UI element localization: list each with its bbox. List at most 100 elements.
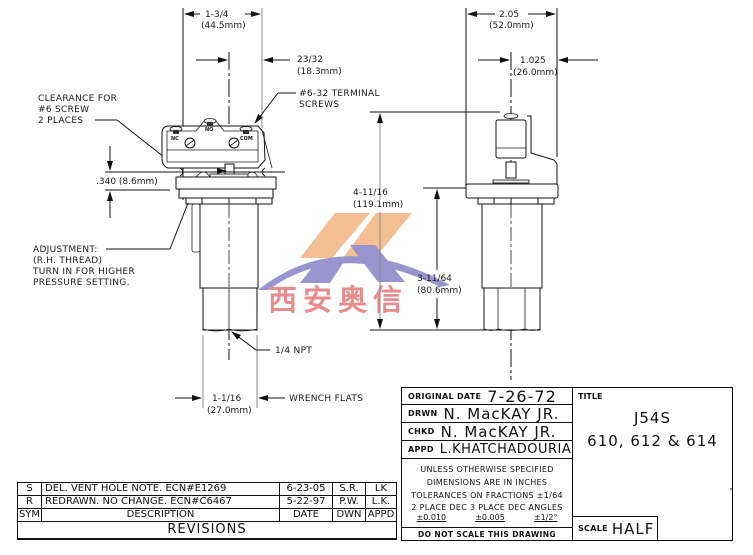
drawn-by: N. MacKAY JR. [443,404,560,423]
checked-row: CHKD N. MacKAY JR. [401,422,573,441]
do-not-scale-text: DO NOT SCALE THIS DRAWING [418,529,556,539]
dim-width-side-mm: (52.0mm) [489,21,534,31]
revisions-table: S DEL. VENT HOLE NOTE. ECN#E1269 6-23-05… [17,482,397,540]
base-body [178,188,274,199]
note-adjustment-3: TURN IN FOR HIGHER [32,267,135,277]
nut-left [185,197,203,205]
dim-wrench: 1-1/16 [212,394,241,404]
side-nut-left [477,197,495,205]
checked-label: CHKD [408,427,435,436]
revisions-title: REVISIONS [167,522,247,537]
drawn-row: DRWN N. MacKAY JR. [401,404,573,423]
approved-row: APPD L.KHATCHADOURIAN [401,440,573,459]
watermark-text: 西安奥信 [268,283,408,317]
side-terminal-top [503,113,519,119]
dim-width-front-mm: (44.5mm) [201,21,246,31]
terminal-nc: NC [169,126,183,142]
title-block: ORIGINAL DATE 7-26-72 DRWN N. MacKAY JR.… [401,387,733,541]
title-label: TITLE [578,392,603,401]
tolerance-3place: ±0.005 [475,513,505,522]
watermark-purple-stroke-2 [350,245,405,282]
side-hex-fitting [483,287,541,331]
watermark-arc [258,256,450,290]
header-appd: APPD [367,509,395,520]
adjustment-screw [191,203,201,253]
note-clearance-1: CLEARANCE FOR [38,94,117,104]
dim-width-front: 1-3/4 [205,10,229,20]
note-clearance-3: 2 PLACES [38,116,83,126]
bracket-edge [261,129,273,169]
leader-adjustment [169,202,189,250]
switch-housing [161,125,266,169]
tolerance-block: UNLESS OTHERWISE SPECIFIED DIMENSIONS AR… [401,458,573,528]
note-adjustment-2: (R.H. THREAD) [33,256,102,266]
side-base-flange [465,183,559,199]
side-hex-chamfer [483,328,541,331]
dim-width-side: 2.05 [499,10,519,20]
tolerance-angles: ±1/2° [533,513,558,522]
revision-appd: LK [374,483,388,494]
mount-screw-left-icon [184,137,196,149]
revision-row: R REDRAWN. NO CHANGE. ECN#C6467 5-22-97 … [18,496,396,509]
dim-lower: 3-11/64 [417,274,452,284]
tolerance-line-4: 2 PLACE DEC 3 PLACE DEC ANGLES [411,503,563,512]
watermark-orange-stroke [300,213,370,258]
side-view: 2.05 (52.0mm) 1.025 (26.0mm) 4-11/16 (11… [353,8,598,380]
revision-header-row: SYM DESCRIPTION DATE DWN APPD [18,509,396,522]
side-bracket [527,115,558,186]
dim-height: 4-11/16 [353,188,388,198]
note-npt: 1/4 NPT [275,346,312,356]
scale-label: SCALE [578,524,608,533]
title-model: J54S [633,409,672,427]
revision-appd: L.K. [371,496,391,507]
dim-height-mm: (119.1mm) [353,200,403,210]
note-clearance-2: #6 SCREW [38,105,89,115]
tolerance-2place: ±0.010 [416,513,447,522]
tolerance-line-3: TOLERANCES ON FRACTIONS ±1/64 [411,491,563,500]
switch-body [166,120,259,163]
scale-value: HALF [611,519,655,538]
tolerance-line-2: DIMENSIONS ARE IN INCHES [426,478,548,487]
diaphragm-plate [209,173,249,178]
header-dwn: DWN [333,509,366,521]
watermark-purple-stroke [300,260,345,283]
do-not-scale-row: DO NOT SCALE THIS DRAWING [401,527,573,541]
header-description: DESCRIPTION [42,509,280,521]
side-switch-body [495,119,527,159]
watermark-logo: 西安奥信 [258,213,450,317]
note-wrench-flats: WRENCH FLATS [289,394,363,404]
nut-right [255,197,273,205]
mount-screw-right-icon [228,137,240,149]
drawn-label: DRWN [408,409,438,418]
original-date-value: 7-26-72 [487,387,557,405]
leader-terminal [254,92,279,124]
note-adjustment-1: ADJUSTMENT: [33,245,98,255]
hex-fitting [202,287,258,331]
dim-half-mm: (26.0mm) [513,68,558,78]
side-nut-right [537,197,555,205]
revision-description: REDRAWN. NO CHANGE. ECN#C6467 [42,496,280,508]
tolerance-values: ±0.010 ±0.005 ±1/2° [402,513,572,522]
front-view: 1-3/4 (44.5mm) 23/32 (18.3mm) #6-32 TERM… [32,8,379,416]
terminal-com: COM [239,126,253,142]
revision-dwn: P.W. [333,496,366,508]
terminal-label-nc: NC [171,136,179,142]
dim-lower-mm: (80.6mm) [417,286,462,296]
clearance-hole-left [179,167,184,177]
approved-label: APPD [408,445,434,454]
original-date-label: ORIGINAL DATE [408,391,482,401]
header-date: DATE [280,509,333,521]
clearance-hole-right [261,167,266,177]
title-variants: 610, 612 & 614 [587,432,718,450]
leader-npt [231,331,257,351]
scale-box: SCALE HALF [572,516,658,541]
revision-row: S DEL. VENT HOLE NOTE. ECN#E1269 6-23-05… [18,483,396,496]
hex-fitting-chamfer [202,328,258,332]
approved-by: L.KHATCHADOURIAN [439,442,573,457]
note-adjustment-4: PRESSURE SETTING. [33,278,130,288]
note-terminal-2: SCREWS [299,100,339,110]
side-pressure-body [481,203,543,289]
dim-offset-mm: (18.3mm) [297,67,342,77]
dim-offset: 23/32 [297,55,323,65]
